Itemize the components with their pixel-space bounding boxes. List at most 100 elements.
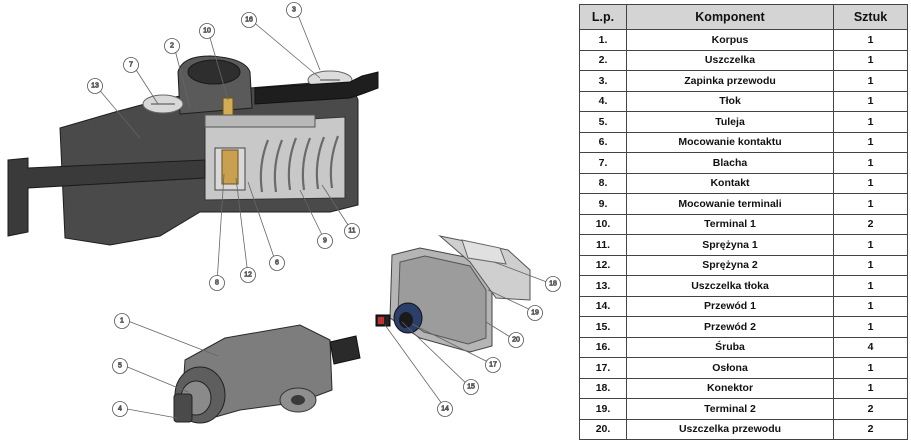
svg-text:7: 7 (129, 62, 133, 69)
cell-sztuk: 1 (833, 131, 908, 153)
cell-komponent: Przewód 1 (626, 295, 834, 317)
svg-text:12: 12 (244, 272, 252, 279)
cell-lp: 15. (579, 316, 627, 338)
cell-komponent: Blacha (626, 152, 834, 174)
cell-sztuk: 1 (833, 49, 908, 71)
cell-lp: 9. (579, 193, 627, 215)
cross-section-view (7, 55, 379, 246)
cell-lp: 3. (579, 70, 627, 92)
callout-1: 1 (114, 313, 130, 329)
cell-komponent: Sprężyna 1 (626, 234, 834, 256)
cell-sztuk: 4 (833, 336, 908, 358)
table-header-row: L.p. Komponent Sztuk (579, 4, 908, 30)
cell-komponent: Terminal 2 (626, 398, 834, 420)
callout-8: 8 (209, 275, 225, 291)
callout-15: 15 (463, 379, 479, 395)
cell-sztuk: 1 (833, 316, 908, 338)
cell-sztuk: 2 (833, 398, 908, 420)
cell-lp: 18. (579, 377, 627, 399)
cell-sztuk: 1 (833, 295, 908, 317)
svg-text:6: 6 (275, 260, 279, 267)
cell-lp: 12. (579, 254, 627, 276)
callout-5: 5 (112, 358, 128, 374)
callout-13: 13 (87, 78, 103, 94)
svg-text:13: 13 (91, 83, 99, 90)
cell-komponent: Mocowanie kontaktu (626, 131, 834, 153)
cell-komponent: Uszczelka tłoka (626, 275, 834, 297)
cell-sztuk: 1 (833, 193, 908, 215)
cell-komponent: Korpus (626, 29, 834, 51)
cell-lp: 19. (579, 398, 627, 420)
callout-10: 10 (199, 23, 215, 39)
svg-text:16: 16 (245, 17, 253, 24)
cell-lp: 6. (579, 131, 627, 153)
cell-komponent: Śruba (626, 336, 834, 358)
cell-komponent: Przewód 2 (626, 316, 834, 338)
callout-6: 6 (269, 255, 285, 271)
callout-14: 14 (437, 401, 453, 417)
cell-sztuk: 1 (833, 111, 908, 133)
cell-sztuk: 2 (833, 213, 908, 235)
cell-sztuk: 2 (833, 418, 908, 440)
cell-lp: 10. (579, 213, 627, 235)
leader-lines (95, 9, 553, 419)
svg-text:4: 4 (118, 406, 122, 413)
cell-komponent: Tuleja (626, 111, 834, 133)
callout-12: 12 (240, 267, 256, 283)
svg-text:10: 10 (203, 28, 211, 35)
cell-lp: 1. (579, 29, 627, 51)
exploded-assembly-diagram: 1 2 3 4 5 6 7 8 9 10 11 12 13 14 15 16 1… (7, 2, 561, 424)
callout-7: 7 (123, 57, 139, 73)
svg-text:9: 9 (323, 238, 327, 245)
cell-lp: 8. (579, 172, 627, 194)
cell-sztuk: 1 (833, 234, 908, 256)
assembled-body-view (173, 324, 361, 424)
svg-text:1: 1 (120, 318, 124, 325)
cell-komponent: Zapinka przewodu (626, 70, 834, 92)
callout-2: 2 (164, 38, 180, 54)
cell-lp: 16. (579, 336, 627, 358)
callout-4: 4 (112, 401, 128, 417)
svg-text:19: 19 (531, 310, 539, 317)
callout-16: 16 (241, 12, 257, 28)
cell-lp: 20. (579, 418, 627, 440)
header-komponent: Komponent (626, 4, 834, 30)
cell-sztuk: 1 (833, 172, 908, 194)
cell-sztuk: 1 (833, 357, 908, 379)
svg-text:8: 8 (215, 280, 219, 287)
header-lp: L.p. (579, 4, 627, 30)
callout-markers: 1 2 3 4 5 6 7 8 9 10 11 12 13 14 15 16 1… (87, 2, 561, 417)
cell-lp: 13. (579, 275, 627, 297)
callout-20: 20 (508, 332, 524, 348)
cell-lp: 14. (579, 295, 627, 317)
svg-text:5: 5 (118, 363, 122, 370)
callout-3: 3 (286, 2, 302, 18)
cell-komponent: Konektor (626, 377, 834, 399)
cell-komponent: Terminal 1 (626, 213, 834, 235)
cell-sztuk: 1 (833, 377, 908, 399)
cell-komponent: Uszczelka (626, 49, 834, 71)
svg-text:18: 18 (549, 281, 557, 288)
cell-komponent: Mocowanie terminali (626, 193, 834, 215)
callout-11: 11 (344, 223, 360, 239)
svg-text:20: 20 (512, 337, 520, 344)
svg-text:11: 11 (348, 228, 355, 235)
svg-text:3: 3 (292, 7, 296, 14)
cell-lp: 11. (579, 234, 627, 256)
cell-lp: 4. (579, 90, 627, 112)
